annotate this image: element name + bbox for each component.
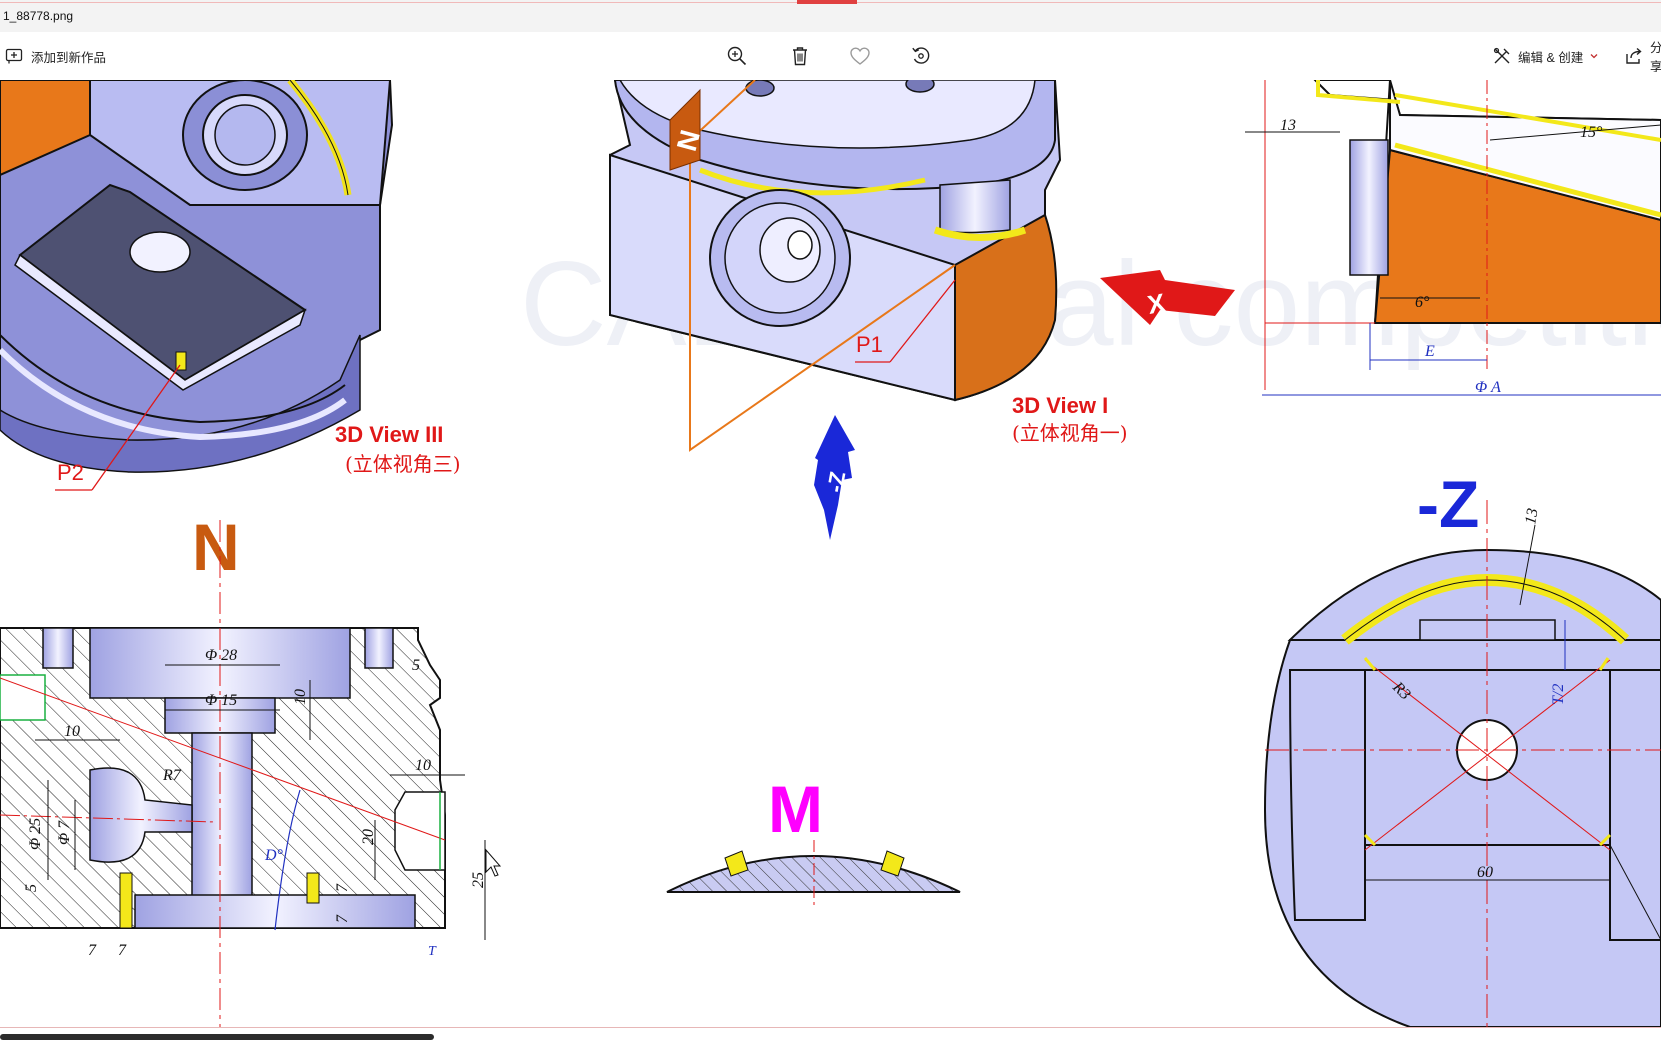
dim-10-left: 10 (64, 723, 80, 740)
add-to-new-creation-button[interactable]: 添加到新作品 (4, 40, 106, 72)
dim-R7: R7 (162, 767, 182, 784)
dim-phi-7: Φ 7 (56, 820, 73, 845)
delete-button[interactable] (786, 40, 814, 72)
p2-leader (91, 364, 181, 491)
view-iii-part (0, 80, 394, 473)
window-title: 1_88778.png (3, 9, 74, 23)
section-plane-outline (689, 80, 956, 452)
edit-create-label: 编辑 & 创建 (1518, 50, 1584, 65)
dim-E: E (1424, 343, 1435, 360)
z-arrow-label: -Z (822, 470, 850, 495)
view-iii-subtitle: (立体视角三) (345, 452, 461, 476)
zoom-in-button[interactable] (723, 40, 751, 72)
x-direction-arrow: X (1100, 270, 1235, 325)
dim-T-half: T/2 (1550, 684, 1567, 705)
view-i-subtitle: (立体视角一) (1012, 421, 1128, 445)
dim-7-c: 7 (88, 942, 97, 959)
dim-5-left: 5 (23, 884, 40, 892)
section-n-label: N (192, 510, 240, 584)
p1-label: P1 (856, 332, 883, 357)
add-to-album-icon (4, 46, 24, 66)
dim-15deg: 15° (1580, 124, 1603, 141)
dim-7-a: 7 (334, 883, 351, 892)
bottom-accent-line (0, 1027, 1661, 1028)
bottom-strip (0, 1027, 1661, 1040)
dim-10-vert: 10 (292, 689, 309, 705)
dim-D-angle: D° (264, 847, 284, 864)
view-i-title: 3D View I (1012, 393, 1108, 418)
p2-label: P2 (57, 460, 84, 485)
share-button[interactable]: 分享 (1624, 40, 1661, 72)
dim-6deg: 6° (1415, 294, 1430, 311)
dim-13-z: 13 (1522, 507, 1542, 526)
dim-phi-28: Φ 28 (205, 647, 237, 664)
section-m-drawing (666, 840, 961, 905)
rotate-icon (910, 45, 932, 67)
chevron-down-icon (1589, 51, 1599, 61)
share-label: 分享 (1650, 41, 1661, 72)
dim-5: 5 (412, 657, 420, 674)
title-bar: 1_88778.png (0, 0, 1661, 33)
rotate-button[interactable] (907, 40, 935, 72)
dim-10-right: 10 (415, 757, 431, 774)
dim-phi-A: Φ A (1475, 379, 1501, 396)
trash-icon (790, 45, 810, 67)
viewer-toolbar: 添加到新作品 编辑 & 创建 分享 (0, 32, 1661, 80)
cad-drawing: CAD Digital competition P2 3D View III (… (0, 80, 1661, 1027)
dim-25: 25 (470, 872, 487, 888)
edit-create-button[interactable]: 编辑 & 创建 (1492, 40, 1599, 72)
view-minus-z-label: -Z (1417, 467, 1479, 541)
add-to-new-creation-label: 添加到新作品 (31, 50, 107, 65)
dim-20: 20 (360, 829, 377, 845)
horizontal-scrollbar[interactable] (0, 1034, 434, 1040)
favorite-button[interactable] (846, 40, 874, 72)
share-icon (1624, 46, 1644, 66)
edit-tools-icon (1492, 46, 1512, 66)
x-arrow-label: X (1145, 287, 1168, 320)
dim-7-d: 7 (118, 942, 127, 959)
dim-7-b: 7 (334, 914, 351, 923)
p1-leader (889, 279, 956, 363)
dim-phi-25: Φ 25 (27, 818, 44, 850)
top-right-view (1245, 80, 1661, 396)
dim-60: 60 (1477, 864, 1493, 881)
view-iii-title: 3D View III (335, 422, 443, 447)
section-n-drawing (0, 520, 486, 1027)
dim-T: T (428, 944, 437, 959)
section-m-label: M (768, 772, 823, 846)
n-arrow-marker: N (669, 88, 706, 171)
title-accent-mark (797, 0, 857, 4)
heart-icon (849, 46, 871, 66)
minus-z-view-drawing (1263, 500, 1661, 1027)
image-canvas[interactable]: CAD Digital competition P2 3D View III (… (0, 80, 1661, 1027)
dim-phi-15: Φ 15 (205, 692, 237, 709)
zoom-in-icon (726, 45, 748, 67)
dim-13-top: 13 (1280, 117, 1296, 134)
mouse-cursor (485, 848, 502, 877)
z-direction-arrow: -Z (814, 415, 855, 540)
